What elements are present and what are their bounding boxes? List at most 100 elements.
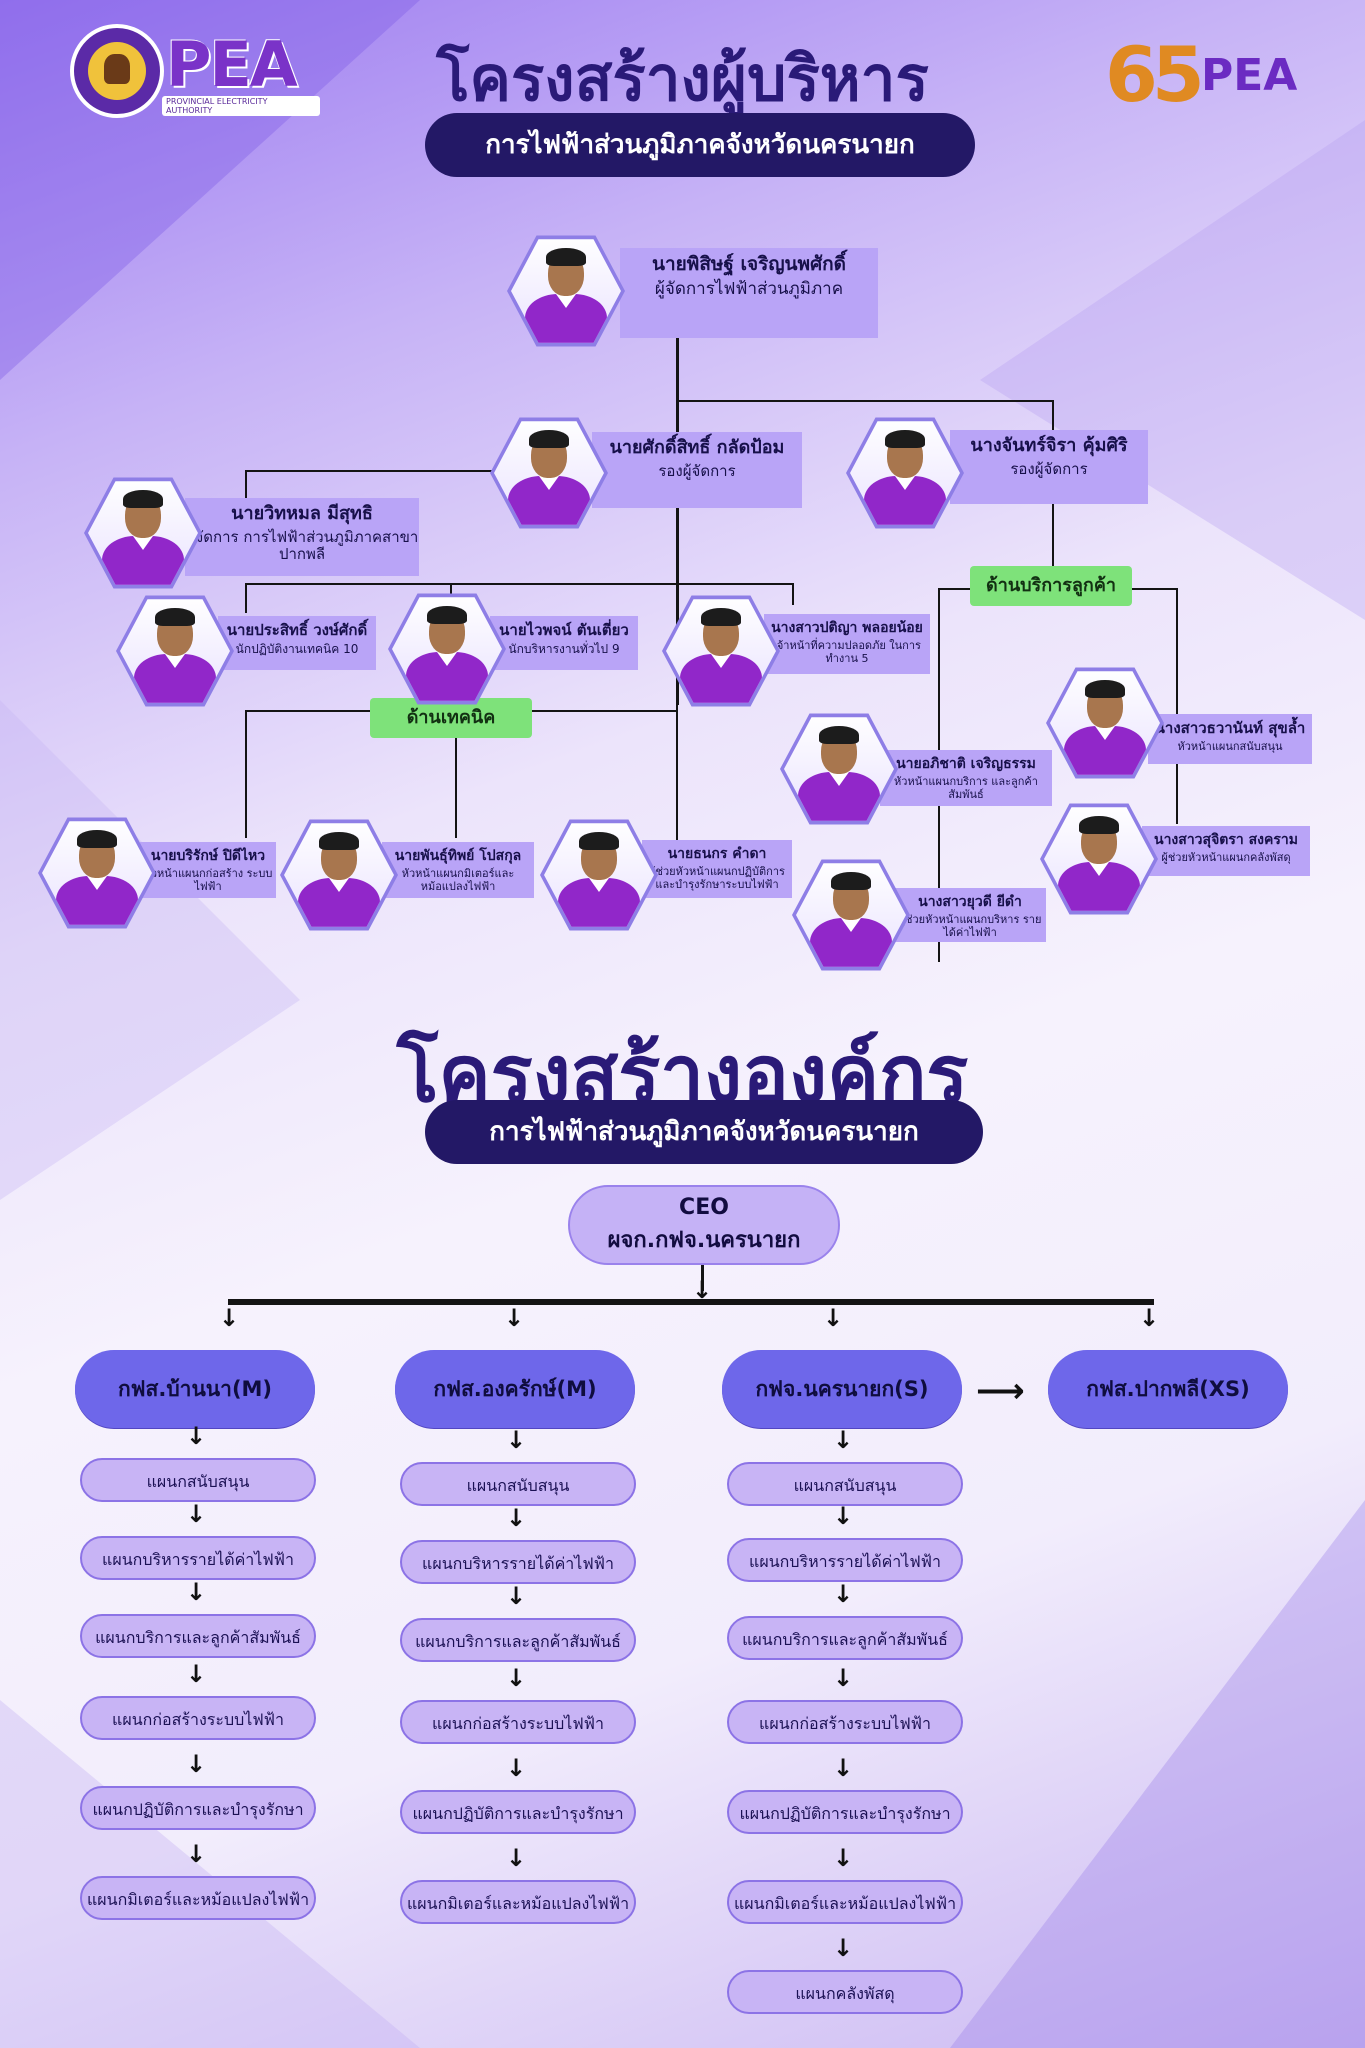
pea-logo-caption: PROVINCIAL ELECTRICITY AUTHORITY xyxy=(162,96,320,116)
executive-name: นายอภิชาติ เจริญธรรม xyxy=(896,756,1036,772)
executive-name: นางสาวยุวดี ยีดำ xyxy=(918,894,1022,910)
arrow-down-icon: ↓ xyxy=(186,1500,207,1528)
executive-name: นายศักดิ์สิทธิ์ กลัดป้อม xyxy=(609,437,785,458)
pea-seal-icon xyxy=(70,24,164,118)
executive-role: หัวหน้าแผนกสนับสนุน xyxy=(1177,740,1283,754)
ceo-unit: ผจก.กฟจ.นครนายก xyxy=(607,1228,801,1253)
department-box: แผนกก่อสร้างระบบไฟฟ้า xyxy=(400,1700,636,1744)
anniversary-text: PEA xyxy=(1201,50,1298,101)
arrow-down-icon: ↓ xyxy=(1139,1304,1160,1332)
arrow-down-icon: ↓ xyxy=(833,1664,854,1692)
executive-role: เจ้าหน้าที่ความปลอดภัย ในการทำงาน 5 xyxy=(773,639,921,665)
arrow-down-icon: ↓ xyxy=(833,1844,854,1872)
arrow-down-icon: ↓ xyxy=(833,1502,854,1530)
executive-role: ผู้จัดการไฟฟ้าส่วนภูมิภาค xyxy=(654,278,844,299)
arrow-down-icon: ↓ xyxy=(504,1304,525,1332)
executive-photo xyxy=(792,859,910,971)
executive-photo xyxy=(507,235,625,347)
executive-name: นายพิสิษฐ์ เจริญนพศักดิ์ xyxy=(652,253,846,275)
executive-photo xyxy=(84,477,202,589)
arrow-down-icon: ↓ xyxy=(186,1750,207,1778)
department-box: แผนกบริการและลูกค้าสัมพันธ์ xyxy=(80,1614,316,1658)
arrow-down-icon: ↓ xyxy=(823,1304,844,1332)
executive-role: รองผู้จัดการ xyxy=(658,461,736,480)
department-box: แผนกคลังพัสดุ xyxy=(727,1970,963,2014)
anniversary-badge: 65 PEA xyxy=(1105,30,1305,120)
executive-card: นายพิสิษฐ์ เจริญนพศักดิ์ผู้จัดการไฟฟ้าส่… xyxy=(620,248,878,338)
executive-role: หัวหน้าแผนกบริการ และลูกค้าสัมพันธ์ xyxy=(894,775,1038,801)
ceo-box: CEO ผจก.กฟจ.นครนายก xyxy=(568,1185,840,1265)
department-box: แผนกสนับสนุน xyxy=(80,1458,316,1502)
executive-card: นายศักดิ์สิทธิ์ กลัดป้อมรองผู้จัดการ xyxy=(592,432,802,508)
arrow-down-icon: ↓ xyxy=(186,1660,207,1688)
unit-box: กฟส.องครักษ์(M) xyxy=(395,1350,635,1428)
department-box: แผนกปฏิบัติการและบำรุงรักษา xyxy=(727,1790,963,1834)
executive-subtitle: การไฟฟ้าส่วนภูมิภาคจังหวัดนครนายก xyxy=(425,113,975,177)
department-box: แผนกบริหารรายได้ค่าไฟฟ้า xyxy=(80,1536,316,1580)
executive-name: นายประสิทธิ์ วงษ์ศักดิ์ xyxy=(226,621,368,639)
executive-card: นายประสิทธิ์ วงษ์ศักดิ์นักปฏิบัติงานเทคน… xyxy=(218,616,376,670)
executive-card: นายไวพจน์ ตันเตี่ยวนักบริหารงานทั่วไป 9 xyxy=(490,616,638,670)
executive-name: นายบริรักษ์ ปิดีไหว xyxy=(150,848,266,864)
arrow-down-icon: ↓ xyxy=(506,1844,527,1872)
executive-role: นักปฏิบัติงานเทคนิค 10 xyxy=(235,642,359,657)
executive-card: นายบริรักษ์ ปิดีไหวหัวหน้าแผนกก่อสร้าง ร… xyxy=(140,842,276,898)
executive-card: นายอภิชาติ เจริญธรรมหัวหน้าแผนกบริการ แล… xyxy=(880,750,1052,806)
executive-photo xyxy=(846,417,964,529)
arrow-down-icon: ↓ xyxy=(506,1754,527,1782)
executive-name: นายพันธุ์ทิพย์ โปสกุล xyxy=(394,848,522,864)
executive-role: รองผู้จัดการ xyxy=(1010,459,1088,478)
arrow-right-icon: ⟶ xyxy=(976,1371,1025,1411)
unit-box: กฟจ.นครนายก(S) xyxy=(722,1350,962,1428)
arrow-down-icon: ↓ xyxy=(506,1504,527,1532)
arrow-down-icon: ↓ xyxy=(186,1840,207,1868)
anniversary-number: 65 xyxy=(1105,30,1205,119)
department-box: แผนกสนับสนุน xyxy=(727,1462,963,1506)
arrow-down-icon: ↓ xyxy=(506,1426,527,1454)
executive-role: ผู้ช่วยหัวหน้าแผนกปฏิบัติการ และบำรุงรัก… xyxy=(649,865,785,891)
arrow-down-icon: ↓ xyxy=(833,1754,854,1782)
executive-photo xyxy=(38,817,156,929)
executive-name: นางจันทร์จิรา คุ้มศิริ xyxy=(970,435,1128,456)
department-box: แผนกบริหารรายได้ค่าไฟฟ้า xyxy=(727,1538,963,1582)
executive-card: นายพันธุ์ทิพย์ โปสกุลหัวหน้าแผนกมิเตอร์แ… xyxy=(382,842,534,898)
department-box: แผนกปฏิบัติการและบำรุงรักษา xyxy=(400,1790,636,1834)
arrow-down-icon: ↓ xyxy=(186,1422,207,1450)
tag-technical: ด้านเทคนิค xyxy=(370,698,532,738)
executive-photo xyxy=(662,595,780,707)
executive-role: นักบริหารงานทั่วไป 9 xyxy=(508,642,620,657)
department-box: แผนกปฏิบัติการและบำรุงรักษา xyxy=(80,1786,316,1830)
department-box: แผนกก่อสร้างระบบไฟฟ้า xyxy=(727,1700,963,1744)
department-box: แผนกบริหารรายได้ค่าไฟฟ้า xyxy=(400,1540,636,1584)
department-box: แผนกบริการและลูกค้าสัมพันธ์ xyxy=(727,1616,963,1660)
unit-box: กฟส.บ้านนา(M) xyxy=(75,1350,315,1428)
executive-card: นางสาวยุวดี ยีดำผู้ช่วยหัวหน้าแผนกบริหาร… xyxy=(894,888,1046,942)
unit-box: กฟส.ปากพลี(XS) xyxy=(1048,1350,1288,1428)
executive-card: นางสาวสุจิตรา สงครามผู้ช่วยหัวหน้าแผนกคล… xyxy=(1142,826,1310,876)
department-box: แผนกบริการและลูกค้าสัมพันธ์ xyxy=(400,1618,636,1662)
executive-name: นางสาวธวานันท์ สุขล้ำ xyxy=(1154,719,1306,737)
arrow-down-icon: ↓ xyxy=(186,1578,207,1606)
executive-card: นางจันทร์จิรา คุ้มศิริรองผู้จัดการ xyxy=(950,430,1148,504)
arrow-down-icon: ↓ xyxy=(833,1426,854,1454)
executive-name: นางสาวสุจิตรา สงคราม xyxy=(1154,832,1298,848)
executive-card: นายวิทหมล มีสุทธิผู้จัดการ การไฟฟ้าส่วนภ… xyxy=(185,498,419,576)
executive-name: นายไวพจน์ ตันเตี่ยว xyxy=(499,621,629,639)
executive-role: หัวหน้าแผนกมิเตอร์และ หม้อแปลงไฟฟ้า xyxy=(401,867,515,893)
executive-name: นายวิทหมล มีสุทธิ xyxy=(231,503,373,524)
pea-logo-text: PEA xyxy=(166,28,298,101)
executive-photo xyxy=(116,595,234,707)
arrow-down-icon: ↓ xyxy=(692,1276,713,1304)
executive-role: ผู้ช่วยหัวหน้าแผนกบริหาร รายได้ค่าไฟฟ้า xyxy=(898,913,1042,939)
arrow-down-icon: ↓ xyxy=(833,1580,854,1608)
department-box: แผนกสนับสนุน xyxy=(400,1462,636,1506)
department-box: แผนกมิเตอร์และหม้อแปลงไฟฟ้า xyxy=(727,1880,963,1924)
department-box: แผนกมิเตอร์และหม้อแปลงไฟฟ้า xyxy=(400,1880,636,1924)
executive-role: หัวหน้าแผนกก่อสร้าง ระบบไฟฟ้า xyxy=(143,867,273,893)
org-subtitle: การไฟฟ้าส่วนภูมิภาคจังหวัดนครนายก xyxy=(425,1100,983,1164)
executive-role: ผู้ช่วยหัวหน้าแผนกคลังพัสดุ xyxy=(1161,851,1291,865)
arrow-down-icon: ↓ xyxy=(219,1304,240,1332)
arrow-down-icon: ↓ xyxy=(506,1664,527,1692)
arrow-down-icon: ↓ xyxy=(833,1934,854,1962)
